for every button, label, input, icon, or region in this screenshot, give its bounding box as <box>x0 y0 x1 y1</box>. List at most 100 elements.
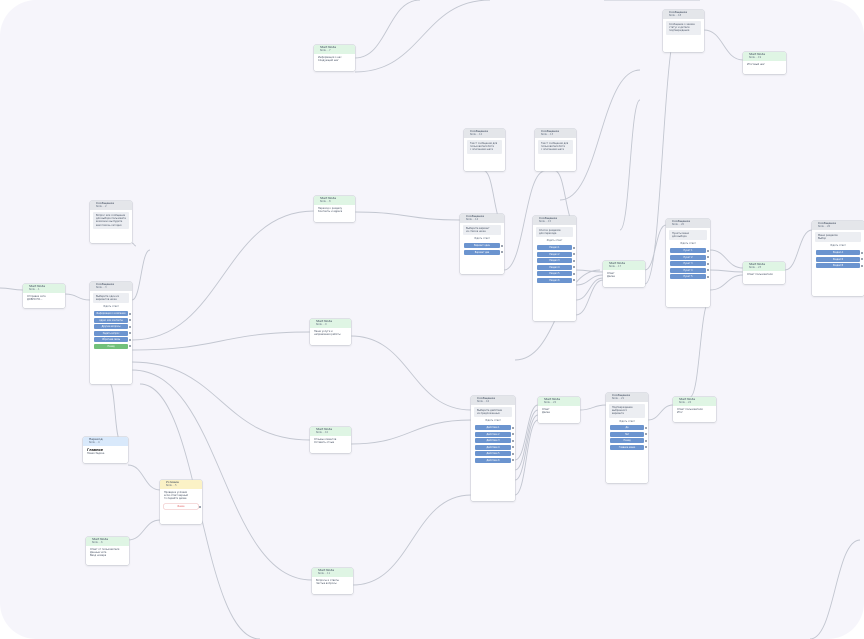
node-option-button[interactable]: Раздел В <box>816 263 863 269</box>
node-option-button[interactable]: Другие вопросы <box>94 324 131 330</box>
node-option-button[interactable]: Раздел 2 <box>537 251 575 257</box>
node-option-button[interactable]: Обратная связь <box>94 337 131 343</box>
message-line: варианта <box>612 412 624 416</box>
node-option-button[interactable]: Иначе <box>164 504 201 510</box>
node-option-button[interactable]: Информация о компании <box>94 311 131 316</box>
node-subtitle: Node ··· 10 <box>316 430 328 434</box>
node-option-button[interactable]: Действие 3 <box>475 438 514 444</box>
node-option-button[interactable]: Пункт 5 <box>670 274 709 280</box>
node-option-button[interactable]: Действие 2 <box>475 431 514 437</box>
node-option-button[interactable]: Раздел 5 <box>537 271 575 277</box>
node-option-button[interactable]: Пункт 2 <box>670 254 709 260</box>
node-option-button[interactable]: Действие 1 <box>475 425 514 430</box>
node-option-button[interactable]: Вариант два <box>464 249 503 255</box>
node-option-button[interactable]: Назад <box>610 438 647 444</box>
node-subtitle: Node ··· 12 <box>470 132 482 136</box>
node-option-button[interactable]: Действие 5 <box>475 451 514 457</box>
node-option-button[interactable]: Нет <box>610 431 647 437</box>
node-option-button[interactable]: Да <box>610 425 647 431</box>
edge-connector <box>350 335 472 411</box>
edge-connector <box>131 249 151 301</box>
node-option-button[interactable]: Пункт 1 <box>670 248 709 253</box>
edge-connector <box>644 224 667 271</box>
node-title: Сообщение <box>612 393 631 397</box>
node-option-button[interactable]: Пункт 4 <box>670 267 709 273</box>
node-option-button[interactable]: Пункт 3 <box>670 261 709 267</box>
node-option-button[interactable]: Раздел 6 <box>537 277 575 283</box>
message-line: Выберите действие <box>477 409 502 412</box>
node-subtitle: Node ··· 21 <box>612 396 624 400</box>
node-option-button[interactable]: Раздел 4 <box>537 264 575 270</box>
node-option-button[interactable]: Раздел Б <box>816 256 863 262</box>
node-option-button[interactable]: Адрес или контакты <box>94 317 131 323</box>
node-option-button[interactable]: Раздел 1 <box>537 245 575 250</box>
node-option-button[interactable]: Раздел 3 <box>537 258 575 264</box>
node-option-button[interactable]: Раздел А <box>816 250 863 255</box>
message-line: с описанием шага <box>541 148 564 152</box>
node-option-button[interactable]: Действие 4 <box>475 444 514 450</box>
node-option-button[interactable]: Главное меню <box>610 444 647 450</box>
node-title: Start Node <box>544 397 561 401</box>
node-option-button[interactable]: Задать вопрос <box>94 330 131 336</box>
node-option-button[interactable]: Действие 6 <box>475 457 514 463</box>
node-subtitle: Node ··· 16 <box>477 399 489 403</box>
node-option-button[interactable]: Вариант один <box>464 243 503 248</box>
node-option-button[interactable]: Назад <box>94 343 131 349</box>
